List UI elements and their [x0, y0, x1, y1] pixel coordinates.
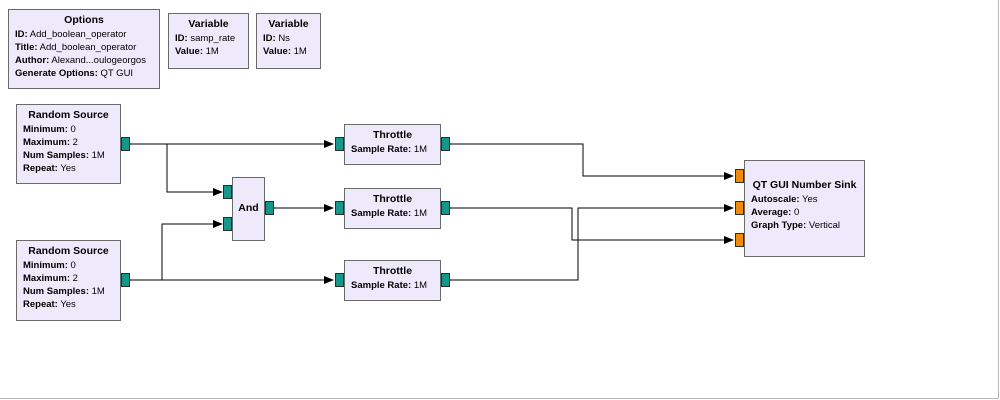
param-repeat: Repeat: Yes: [23, 299, 76, 310]
param-id: ID: samp_rate: [175, 33, 236, 44]
number-sink-in2-port[interactable]: [735, 233, 744, 247]
param-minimum: Minimum: 0: [23, 260, 76, 271]
param-id: ID: Ns: [263, 33, 290, 44]
qt-gui-number-sink-block[interactable]: QT GUI Number Sink Autoscale: Yes Averag…: [744, 160, 865, 257]
random-source-1-out-port[interactable]: [121, 137, 130, 151]
param-maximum: Maximum: 2: [23, 137, 78, 148]
throttle-1-out-port[interactable]: [441, 137, 450, 151]
random-source-block-2[interactable]: Random Source Minimum: 0 Maximum: 2 Num …: [16, 240, 121, 321]
throttle-2-in-port[interactable]: [335, 201, 344, 215]
param-value: Value: 1M: [175, 46, 219, 57]
block-title: QT GUI Number Sink: [752, 179, 857, 191]
param-title: Title: Add_boolean_operator: [15, 42, 137, 53]
param-sample-rate: Sample Rate: 1M: [351, 208, 428, 219]
throttle-block-3[interactable]: Throttle Sample Rate: 1M: [344, 260, 441, 301]
block-title: And: [238, 202, 259, 214]
wire-random2-and[interactable]: [130, 220, 223, 281]
param-generate-options: Generate Options: QT GUI: [15, 68, 134, 79]
random-source-block-1[interactable]: Random Source Minimum: 0 Maximum: 2 Num …: [16, 104, 121, 184]
param-autoscale: Autoscale: Yes: [751, 194, 818, 205]
and-in0-port[interactable]: [223, 185, 232, 199]
param-num-samples: Num Samples: 1M: [23, 150, 105, 161]
param-value: Value: 1M: [263, 46, 307, 57]
block-title: Options: [64, 14, 104, 26]
wire-random1-and[interactable]: [130, 143, 223, 196]
param-id: ID: Add_boolean_operator: [15, 29, 127, 40]
wire-throttle1-sink[interactable]: [450, 143, 734, 180]
throttle-block-2[interactable]: Throttle Sample Rate: 1M: [344, 188, 441, 229]
block-title: Variable: [188, 18, 229, 30]
param-author: Author: Alexand...oulogeorgos: [15, 55, 146, 66]
param-graph-type: Graph Type: Vertical: [751, 220, 841, 231]
block-title: Variable: [268, 18, 309, 30]
throttle-1-in-port[interactable]: [335, 137, 344, 151]
block-title: Throttle: [372, 265, 413, 277]
options-block[interactable]: Options ID: Add_boolean_operator Title: …: [8, 9, 160, 89]
throttle-3-out-port[interactable]: [441, 273, 450, 287]
and-block[interactable]: And: [232, 177, 265, 241]
variable-samp-rate-block[interactable]: Variable ID: samp_rate Value: 1M: [168, 13, 249, 69]
block-title: Throttle: [372, 193, 413, 205]
and-in1-port[interactable]: [223, 217, 232, 231]
wire-throttle2-sink[interactable]: [450, 207, 734, 244]
param-maximum: Maximum: 2: [23, 273, 78, 284]
param-repeat: Repeat: Yes: [23, 163, 76, 174]
param-num-samples: Num Samples: 1M: [23, 286, 105, 297]
block-title: Random Source: [28, 109, 109, 121]
block-title: Random Source: [28, 245, 109, 257]
random-source-2-out-port[interactable]: [121, 273, 130, 287]
number-sink-in0-port[interactable]: [735, 169, 744, 183]
throttle-2-out-port[interactable]: [441, 201, 450, 215]
number-sink-in1-port[interactable]: [735, 201, 744, 215]
block-title: Throttle: [372, 129, 413, 141]
and-out-port[interactable]: [265, 201, 274, 215]
param-average: Average: 0: [751, 207, 800, 218]
throttle-3-in-port[interactable]: [335, 273, 344, 287]
param-sample-rate: Sample Rate: 1M: [351, 144, 428, 155]
wire-throttle3-sink[interactable]: [450, 204, 734, 281]
throttle-block-1[interactable]: Throttle Sample Rate: 1M: [344, 124, 441, 165]
param-sample-rate: Sample Rate: 1M: [351, 280, 428, 291]
param-minimum: Minimum: 0: [23, 124, 76, 135]
variable-ns-block[interactable]: Variable ID: Ns Value: 1M: [256, 13, 321, 69]
